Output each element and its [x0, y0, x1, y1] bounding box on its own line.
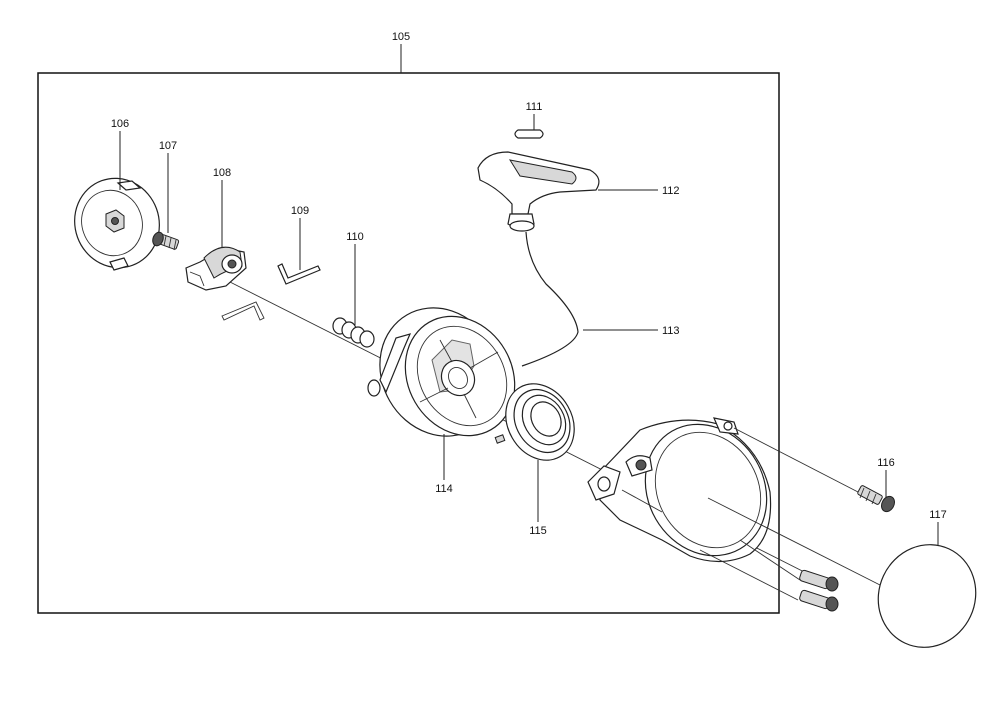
- label-106[interactable]: 106: [111, 118, 129, 130]
- label-117[interactable]: 117: [929, 509, 947, 521]
- starter-case-housing[interactable]: [587, 402, 790, 578]
- label-group-111: 111: [526, 101, 543, 130]
- part-109-hex-key[interactable]: [277, 263, 321, 285]
- label-112[interactable]: 112: [662, 185, 680, 197]
- label-group-114: 114: [435, 434, 453, 495]
- part-117-gasket[interactable]: [862, 529, 993, 664]
- label-group-115: 115: [529, 460, 547, 537]
- part-109-ghost: [221, 301, 265, 321]
- label-116[interactable]: 116: [877, 457, 895, 469]
- label-115[interactable]: 115: [529, 525, 547, 537]
- label-109[interactable]: 109: [291, 205, 309, 217]
- label-group-109: 109: [291, 205, 309, 270]
- label-108[interactable]: 108: [213, 167, 231, 179]
- part-112-handle[interactable]: [477, 151, 600, 232]
- label-110[interactable]: 110: [346, 231, 364, 243]
- part-116-screw[interactable]: [857, 485, 897, 514]
- assembly-frame: [37, 72, 780, 614]
- part-110-spring[interactable]: [332, 317, 375, 348]
- label-113[interactable]: 113: [662, 325, 680, 337]
- part-106-plate[interactable]: [62, 166, 172, 279]
- label-group-110: 110: [346, 231, 364, 325]
- part-113-rope[interactable]: [521, 231, 579, 367]
- label-group-112: 112: [598, 185, 680, 197]
- label-group-106: 106: [111, 118, 129, 190]
- part-107-screw[interactable]: [151, 231, 180, 251]
- part-114-pulley[interactable]: [357, 286, 536, 458]
- label-group-117: 117: [929, 509, 947, 546]
- label-105[interactable]: 105: [392, 31, 410, 43]
- guide-lines: [699, 427, 881, 601]
- part-111-insert[interactable]: [514, 129, 544, 139]
- label-group-107: 107: [159, 140, 177, 233]
- label-group-113: 113: [583, 325, 680, 337]
- label-107[interactable]: 107: [159, 140, 177, 152]
- label-111[interactable]: 111: [526, 101, 543, 113]
- part-108-ratchet[interactable]: [185, 246, 247, 291]
- label-group-116: 116: [877, 457, 895, 498]
- label-group-108: 108: [213, 167, 231, 248]
- assembly-105: 105: [37, 31, 780, 614]
- part-115-recoil-spring[interactable]: [492, 371, 587, 472]
- label-114[interactable]: 114: [435, 483, 453, 495]
- housing-screws[interactable]: [799, 569, 839, 612]
